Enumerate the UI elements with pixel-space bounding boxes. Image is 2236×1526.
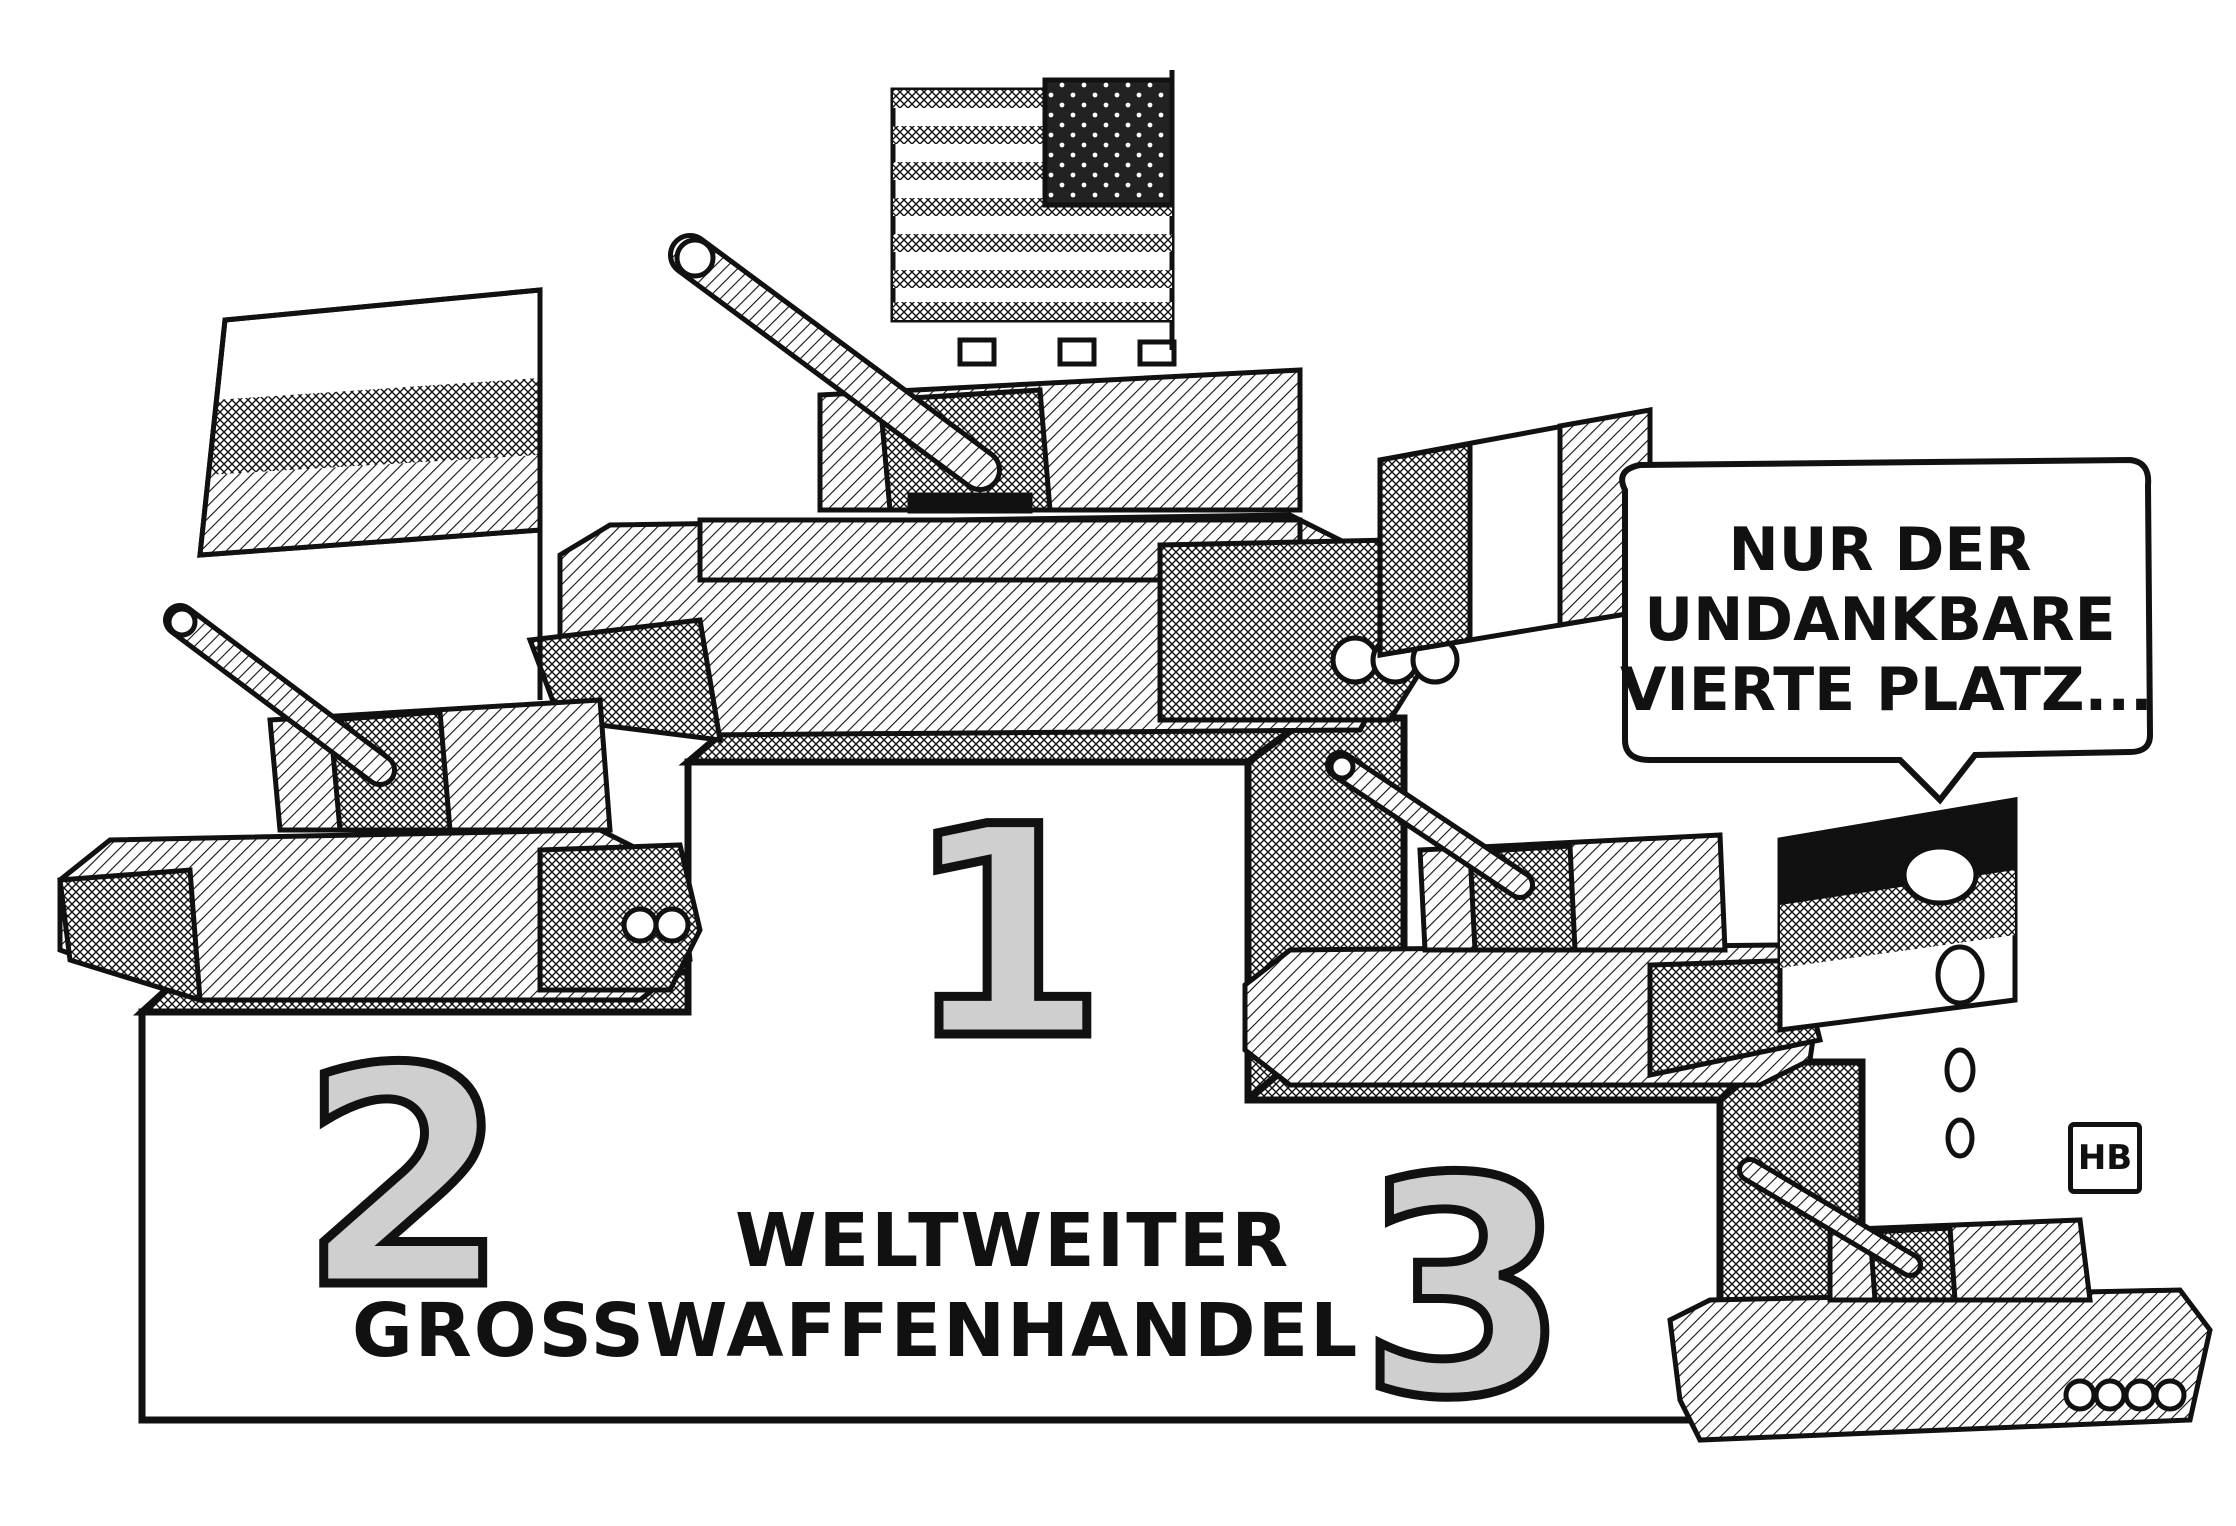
speech-line-2: UNDANKBARE (1644, 585, 2116, 655)
artist-signature: HB (2068, 1122, 2142, 1194)
thought-bubbles (1901, 844, 1985, 1159)
tank-first-place (526, 233, 1460, 743)
tank-third-place (1242, 750, 1824, 1088)
speech-line-3: VIERTE PLATZ... (1620, 655, 2153, 725)
tank-fourth-place (1667, 1157, 2213, 1443)
podium-number-third: 3 (1356, 1115, 1574, 1464)
speech-line-1: NUR DER (1728, 515, 2032, 585)
italy-flag (1377, 406, 1653, 658)
podium-number-first: 1 (901, 766, 1112, 1103)
podium-number-second: 2 (296, 1005, 514, 1354)
speech-bubble (1619, 456, 2154, 805)
russia-flag (197, 287, 543, 700)
germany-flag (1777, 797, 2018, 1033)
caption-line-1: WELTWEITER (735, 1198, 1291, 1284)
caption-line-2: GROSSWAFFENHANDEL (352, 1288, 1360, 1374)
usa-flag (890, 70, 1175, 350)
tank-second-place (57, 603, 703, 1004)
